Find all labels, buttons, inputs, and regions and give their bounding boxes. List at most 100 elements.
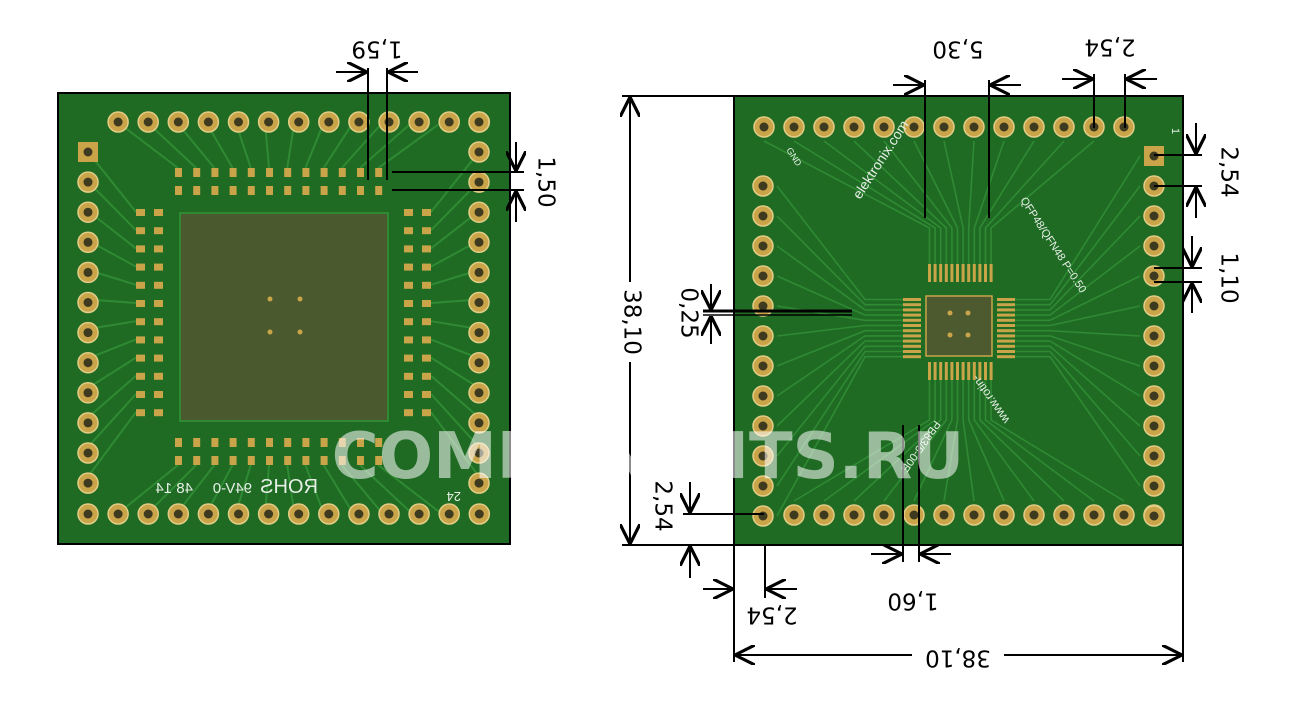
fine-pad	[972, 264, 976, 282]
through-hole-pin	[468, 141, 490, 163]
dim-label-0-25: 0,25	[676, 287, 702, 338]
through-hole-pin	[167, 111, 190, 133]
smd-pad	[375, 186, 383, 195]
smd-pad	[422, 209, 431, 216]
smd-pad	[422, 245, 431, 253]
fine-pad	[903, 329, 921, 333]
smd-pad	[404, 281, 413, 289]
smd-pad	[266, 456, 273, 465]
smd-pad	[320, 168, 328, 177]
through-hole-pin	[813, 504, 835, 526]
through-hole-pin	[468, 503, 491, 525]
smd-pad	[229, 456, 237, 465]
through-hole-pin	[197, 503, 220, 525]
fine-pad	[903, 339, 921, 343]
through-hole-pin	[77, 201, 99, 223]
through-hole-pin	[1143, 205, 1165, 227]
right-board-center-pad	[925, 295, 993, 357]
through-hole-pin	[963, 504, 985, 526]
through-hole-pin	[318, 503, 340, 525]
fine-pad	[903, 344, 921, 348]
fine-pad	[978, 264, 982, 282]
smd-pad	[154, 372, 163, 380]
through-hole-pin	[287, 503, 310, 525]
smd-pad	[229, 168, 237, 177]
through-hole-pin	[408, 111, 430, 133]
smd-pad	[193, 456, 201, 465]
watermark-text: COMPONENTS.RU	[332, 420, 965, 494]
fine-pad	[997, 339, 1015, 343]
smd-pad	[320, 456, 328, 465]
dim-right-width: 38,10	[733, 545, 1184, 671]
dim-label-1-10: 1,10	[1216, 252, 1242, 303]
through-hole-pin	[933, 116, 955, 138]
through-hole-pin	[227, 111, 250, 133]
through-hole-pin	[1143, 235, 1165, 257]
through-hole-pin	[1053, 116, 1075, 138]
fine-pad	[903, 355, 921, 359]
through-hole-pin	[77, 472, 99, 494]
smd-pad	[338, 438, 346, 447]
through-hole-pin	[77, 321, 99, 344]
smd-pad	[154, 245, 163, 253]
pin-1-label-wrap: 1	[1169, 128, 1181, 134]
through-hole-pin	[752, 325, 774, 347]
smd-pad	[136, 300, 145, 307]
dim-right-pin-pitch-top: 2,54	[1062, 34, 1157, 128]
dim-label-38-10-height: 38,10	[619, 289, 645, 355]
through-hole-pin	[1143, 475, 1165, 497]
through-hole-pin	[77, 171, 99, 193]
fine-pad	[944, 362, 948, 380]
smd-pad	[211, 456, 219, 465]
smd-pad	[136, 409, 145, 417]
smd-pad	[136, 227, 145, 235]
left-board-smd-pads	[136, 168, 431, 465]
fine-pad	[997, 355, 1015, 359]
smd-pad	[266, 438, 273, 447]
through-hole-pin	[137, 503, 159, 525]
fine-pad	[984, 362, 987, 380]
smd-pad	[136, 354, 145, 362]
smd-pad	[154, 300, 163, 307]
through-hole-pin	[753, 116, 775, 138]
date-code-label: 48 14	[155, 480, 193, 497]
smd-pad	[211, 186, 219, 195]
left-silkscreen-labels: ROHS 94V-0 48 14	[155, 476, 318, 498]
dim-label-2-54-bottom: 2,54	[746, 602, 797, 628]
smd-pad	[404, 318, 413, 326]
through-hole-pin	[468, 291, 490, 314]
fine-pad	[997, 344, 1015, 348]
through-hole-pin	[903, 504, 925, 526]
smd-pad	[302, 438, 310, 447]
smd-pad	[266, 186, 273, 195]
through-hole-pin	[752, 415, 774, 437]
pin-1-label: 1	[1169, 128, 1181, 134]
fine-pad	[997, 303, 1015, 307]
through-hole-pin	[963, 116, 985, 138]
fine-pad	[997, 298, 1015, 301]
smd-pad	[154, 209, 163, 216]
through-hole-pin	[348, 503, 370, 525]
smd-pad	[154, 336, 163, 344]
through-hole-pin	[993, 116, 1015, 138]
through-hole-pin	[752, 235, 774, 257]
smd-pad	[136, 391, 145, 398]
smd-pad	[404, 391, 413, 398]
smd-pad	[193, 438, 201, 447]
dim-label-2-54-right: 2,54	[1216, 146, 1242, 197]
fine-pad	[989, 362, 993, 380]
smd-pad	[320, 438, 328, 447]
smd-pad	[338, 186, 346, 195]
fine-pad	[903, 350, 921, 353]
fine-pad	[978, 362, 982, 380]
fine-pad	[903, 303, 921, 307]
through-hole-pin	[1023, 116, 1045, 138]
right-board-fine-pitch-pads	[903, 264, 1015, 380]
smd-pad	[375, 456, 383, 465]
smd-pad	[422, 409, 431, 417]
fine-pad	[944, 264, 948, 282]
through-hole-pin	[1143, 355, 1165, 377]
through-hole-pin	[1143, 445, 1165, 467]
dim-right-corner-offset-left: 2,54	[650, 480, 764, 578]
pin-24-label: 24	[447, 489, 461, 504]
